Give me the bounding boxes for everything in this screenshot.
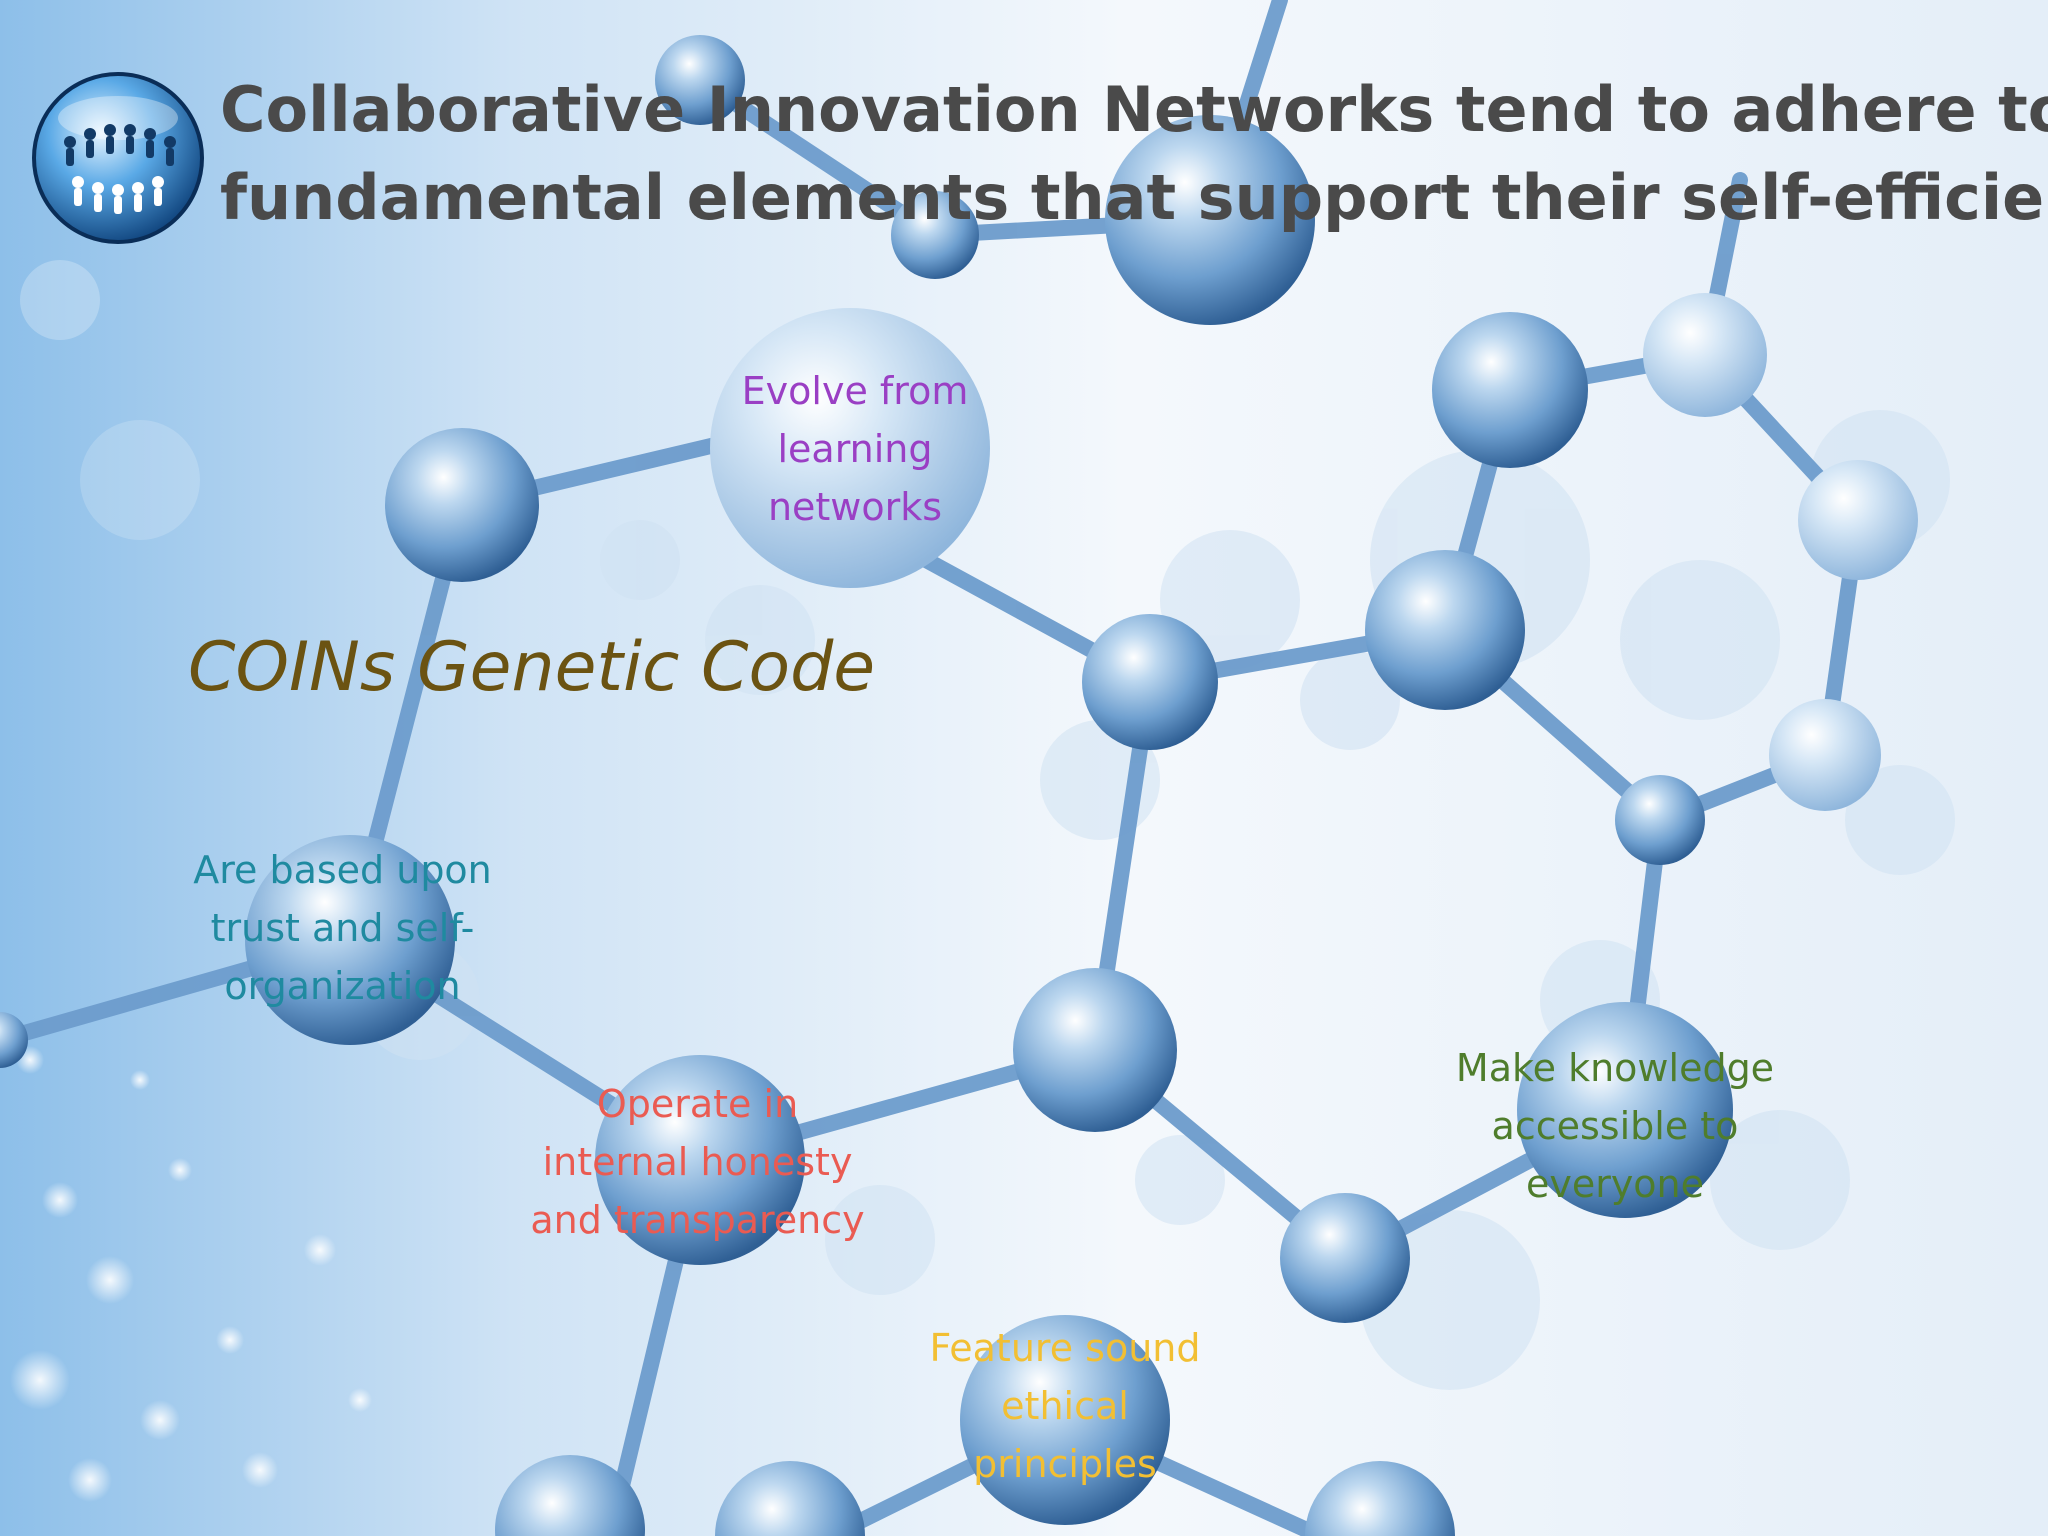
label-knowledge-accessible: Make knowledge accessible to everyone [1420, 1039, 1810, 1213]
label-evolve-from-learning-networks: Evolve from learning networks [690, 362, 1020, 536]
label-line: and transparency [530, 1198, 865, 1242]
label-honesty-and-transparency: Operate in internal honesty and transpar… [500, 1075, 895, 1249]
label-line: learning [777, 427, 933, 471]
label-line: accessible to [1491, 1104, 1739, 1148]
label-line: Feature sound [929, 1326, 1201, 1370]
slide-title-line-2: fundamental elements that support their … [220, 161, 2048, 234]
slide-title-line-1: Collaborative Innovation Networks tend t… [220, 73, 2048, 146]
label-line: everyone [1525, 1162, 1705, 1206]
label-line: organization [224, 964, 461, 1008]
label-line: principles [973, 1442, 1157, 1486]
label-line: Evolve from [741, 369, 969, 413]
label-trust-and-self-organization: Are based upon trust and self- organizat… [160, 841, 525, 1015]
people-circle-globe-icon [32, 72, 204, 244]
label-line: Operate in [596, 1082, 799, 1126]
label-line: internal honesty [542, 1140, 853, 1184]
label-line: ethical [1001, 1384, 1129, 1428]
label-line: networks [767, 485, 943, 529]
label-line: trust and self- [210, 906, 475, 950]
label-line: Make knowledge [1455, 1046, 1775, 1090]
label-ethical-principles: Feature sound ethical principles [890, 1319, 1240, 1493]
section-heading: COINs Genetic Code [188, 628, 876, 707]
label-line: Are based upon [193, 848, 492, 892]
